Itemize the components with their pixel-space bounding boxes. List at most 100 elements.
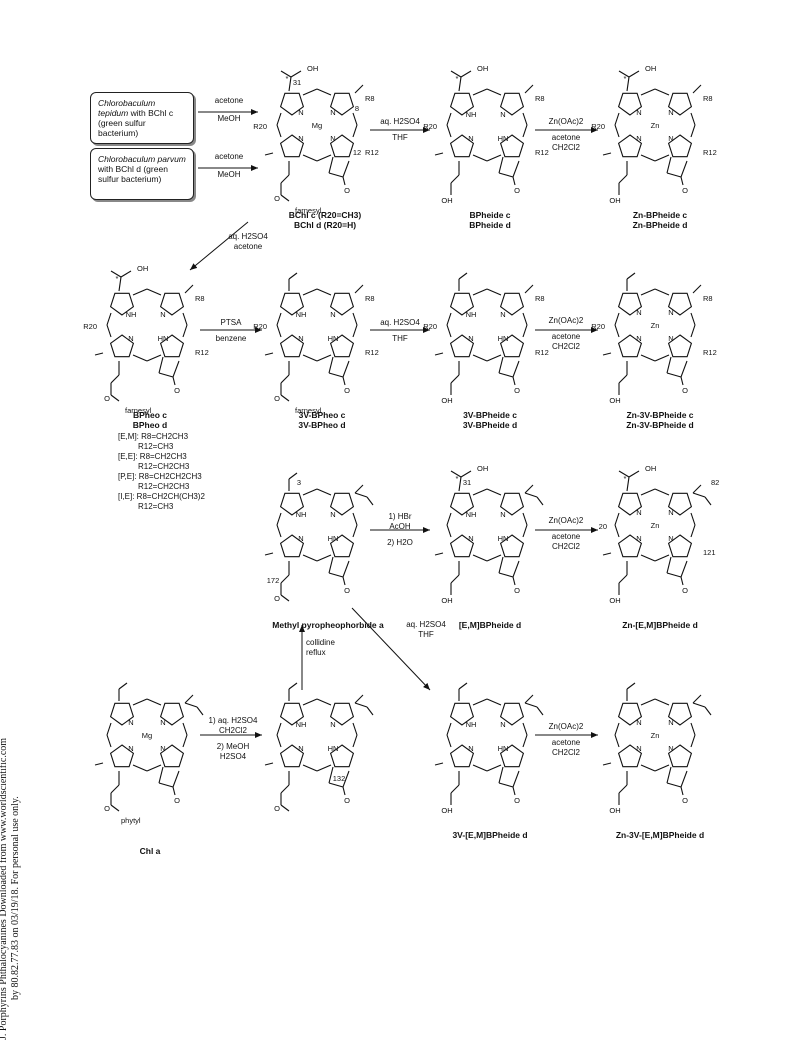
nitrogen-label: N — [128, 718, 133, 727]
meso-bond — [690, 512, 696, 526]
propionate-bond — [110, 374, 120, 384]
stereocenter-mark: * — [456, 474, 459, 483]
pyrrole-ring-d — [449, 534, 475, 558]
metal-center: Mg — [312, 121, 322, 130]
nitrogen-label: N — [636, 334, 641, 343]
meso-bond — [302, 764, 318, 772]
propionate-bond — [618, 784, 628, 794]
carbonyl-bond — [342, 786, 346, 796]
ethyl-bond — [692, 492, 706, 498]
farnesyl-label: farnesyl — [295, 406, 322, 415]
methyl-bond — [524, 484, 534, 494]
hydroxyl-label: OH — [645, 464, 656, 473]
ring-e-bond — [680, 360, 688, 378]
carboxyl-oh-label: OH — [609, 396, 620, 405]
meso-bond — [614, 312, 620, 326]
carbonyl-bond — [342, 176, 346, 186]
pyrrole-ring-d — [449, 744, 475, 768]
substituent-list: [E,M]: R8=CH2CH3 R12=CH3 [E,E]: R8=CH2CH… — [118, 432, 205, 511]
organism-note: with BChl d (green sulfur bacterium) — [98, 164, 168, 184]
ring-e-bond — [328, 356, 334, 374]
vinyl-bond — [288, 682, 298, 690]
nitrogen-label: N — [668, 334, 673, 343]
pyrrole-ring-b — [667, 702, 693, 726]
methyl-bond — [434, 762, 444, 766]
ring-e-bond — [498, 572, 514, 578]
meso-bond — [486, 288, 502, 296]
hydroxyethyl-bond — [460, 470, 472, 478]
meso-bond — [106, 324, 112, 338]
ring-e-bond — [498, 156, 504, 174]
oxygen-label: O — [514, 796, 520, 805]
hydroxyethyl-bond — [626, 76, 630, 92]
ethyl-bond — [354, 702, 368, 708]
nitrogen-label: N — [668, 108, 673, 117]
meso-bond — [654, 554, 670, 562]
hn-label: HN — [328, 744, 339, 753]
ring-e-bond — [498, 766, 504, 784]
pyrrole-ring-b — [329, 292, 355, 316]
pyrrole-ring-b — [329, 92, 355, 116]
pyrrole-ring-a — [449, 702, 475, 726]
methyl-bond — [434, 152, 444, 156]
ethyl-bond — [366, 496, 374, 506]
ring-e-bond — [512, 770, 520, 788]
ring-e-bond — [666, 372, 682, 378]
propionate-bond — [110, 784, 120, 794]
meso-bond — [132, 288, 148, 296]
nitrogen-label: N — [668, 534, 673, 543]
source-box-tepidum: Chlorobaculum tepidum with BChl c (green… — [90, 92, 194, 144]
propionate-bond — [618, 374, 628, 384]
vinyl-bond — [626, 272, 636, 280]
methyl-bond — [602, 152, 612, 156]
meso-bond — [614, 524, 620, 538]
meso-bond — [316, 554, 332, 562]
nitrogen-label: N — [298, 534, 303, 543]
hydroxyethyl-bond — [118, 276, 122, 292]
pyrrole-ring-b — [499, 702, 525, 726]
propionate-bond — [450, 374, 460, 384]
meso-bond — [690, 524, 696, 538]
locant-label: 8 — [355, 104, 359, 113]
r12-label: R12 — [703, 148, 717, 157]
label-zn-3v-em-bpheide: Zn-3V-[E,M]BPheide d — [615, 830, 705, 840]
meso-bond — [316, 698, 332, 706]
nitrogen-label: N — [668, 134, 673, 143]
hydroxyl-label: OH — [137, 264, 148, 273]
ethyl-bond — [704, 496, 712, 506]
nh-label: NH — [296, 310, 307, 319]
hydroxyethyl-bond — [290, 70, 302, 78]
locant-label: 31 — [463, 478, 471, 487]
meso-bond — [446, 312, 452, 326]
nitrogen-label: N — [128, 334, 133, 343]
pyrrole-ring-b — [159, 702, 185, 726]
nitrogen-label: N — [668, 744, 673, 753]
methyl-bond — [434, 352, 444, 356]
arrow-acid-acetone — [189, 221, 249, 271]
pyrrole-ring-a — [109, 292, 135, 316]
ring-e-bond — [666, 172, 682, 178]
pyrrole-ring-c — [499, 134, 525, 158]
hydroxyethyl-bond — [626, 476, 630, 492]
carbonyl-bond — [512, 376, 516, 386]
metal-center: Zn — [651, 731, 660, 740]
pyrrole-ring-a — [279, 702, 305, 726]
locant-label: 172 — [267, 576, 280, 585]
propionate-bond — [450, 574, 460, 584]
meso-bond — [486, 488, 502, 496]
hydroxyethyl-bond — [618, 70, 630, 78]
carbonyl-bond — [512, 176, 516, 186]
methyl-bond — [602, 762, 612, 766]
carboxyl-oh-label: OH — [609, 196, 620, 205]
meso-bond — [472, 698, 488, 706]
meso-bond — [352, 524, 358, 538]
organism-name: Chlorobaculum parvum — [98, 154, 186, 164]
